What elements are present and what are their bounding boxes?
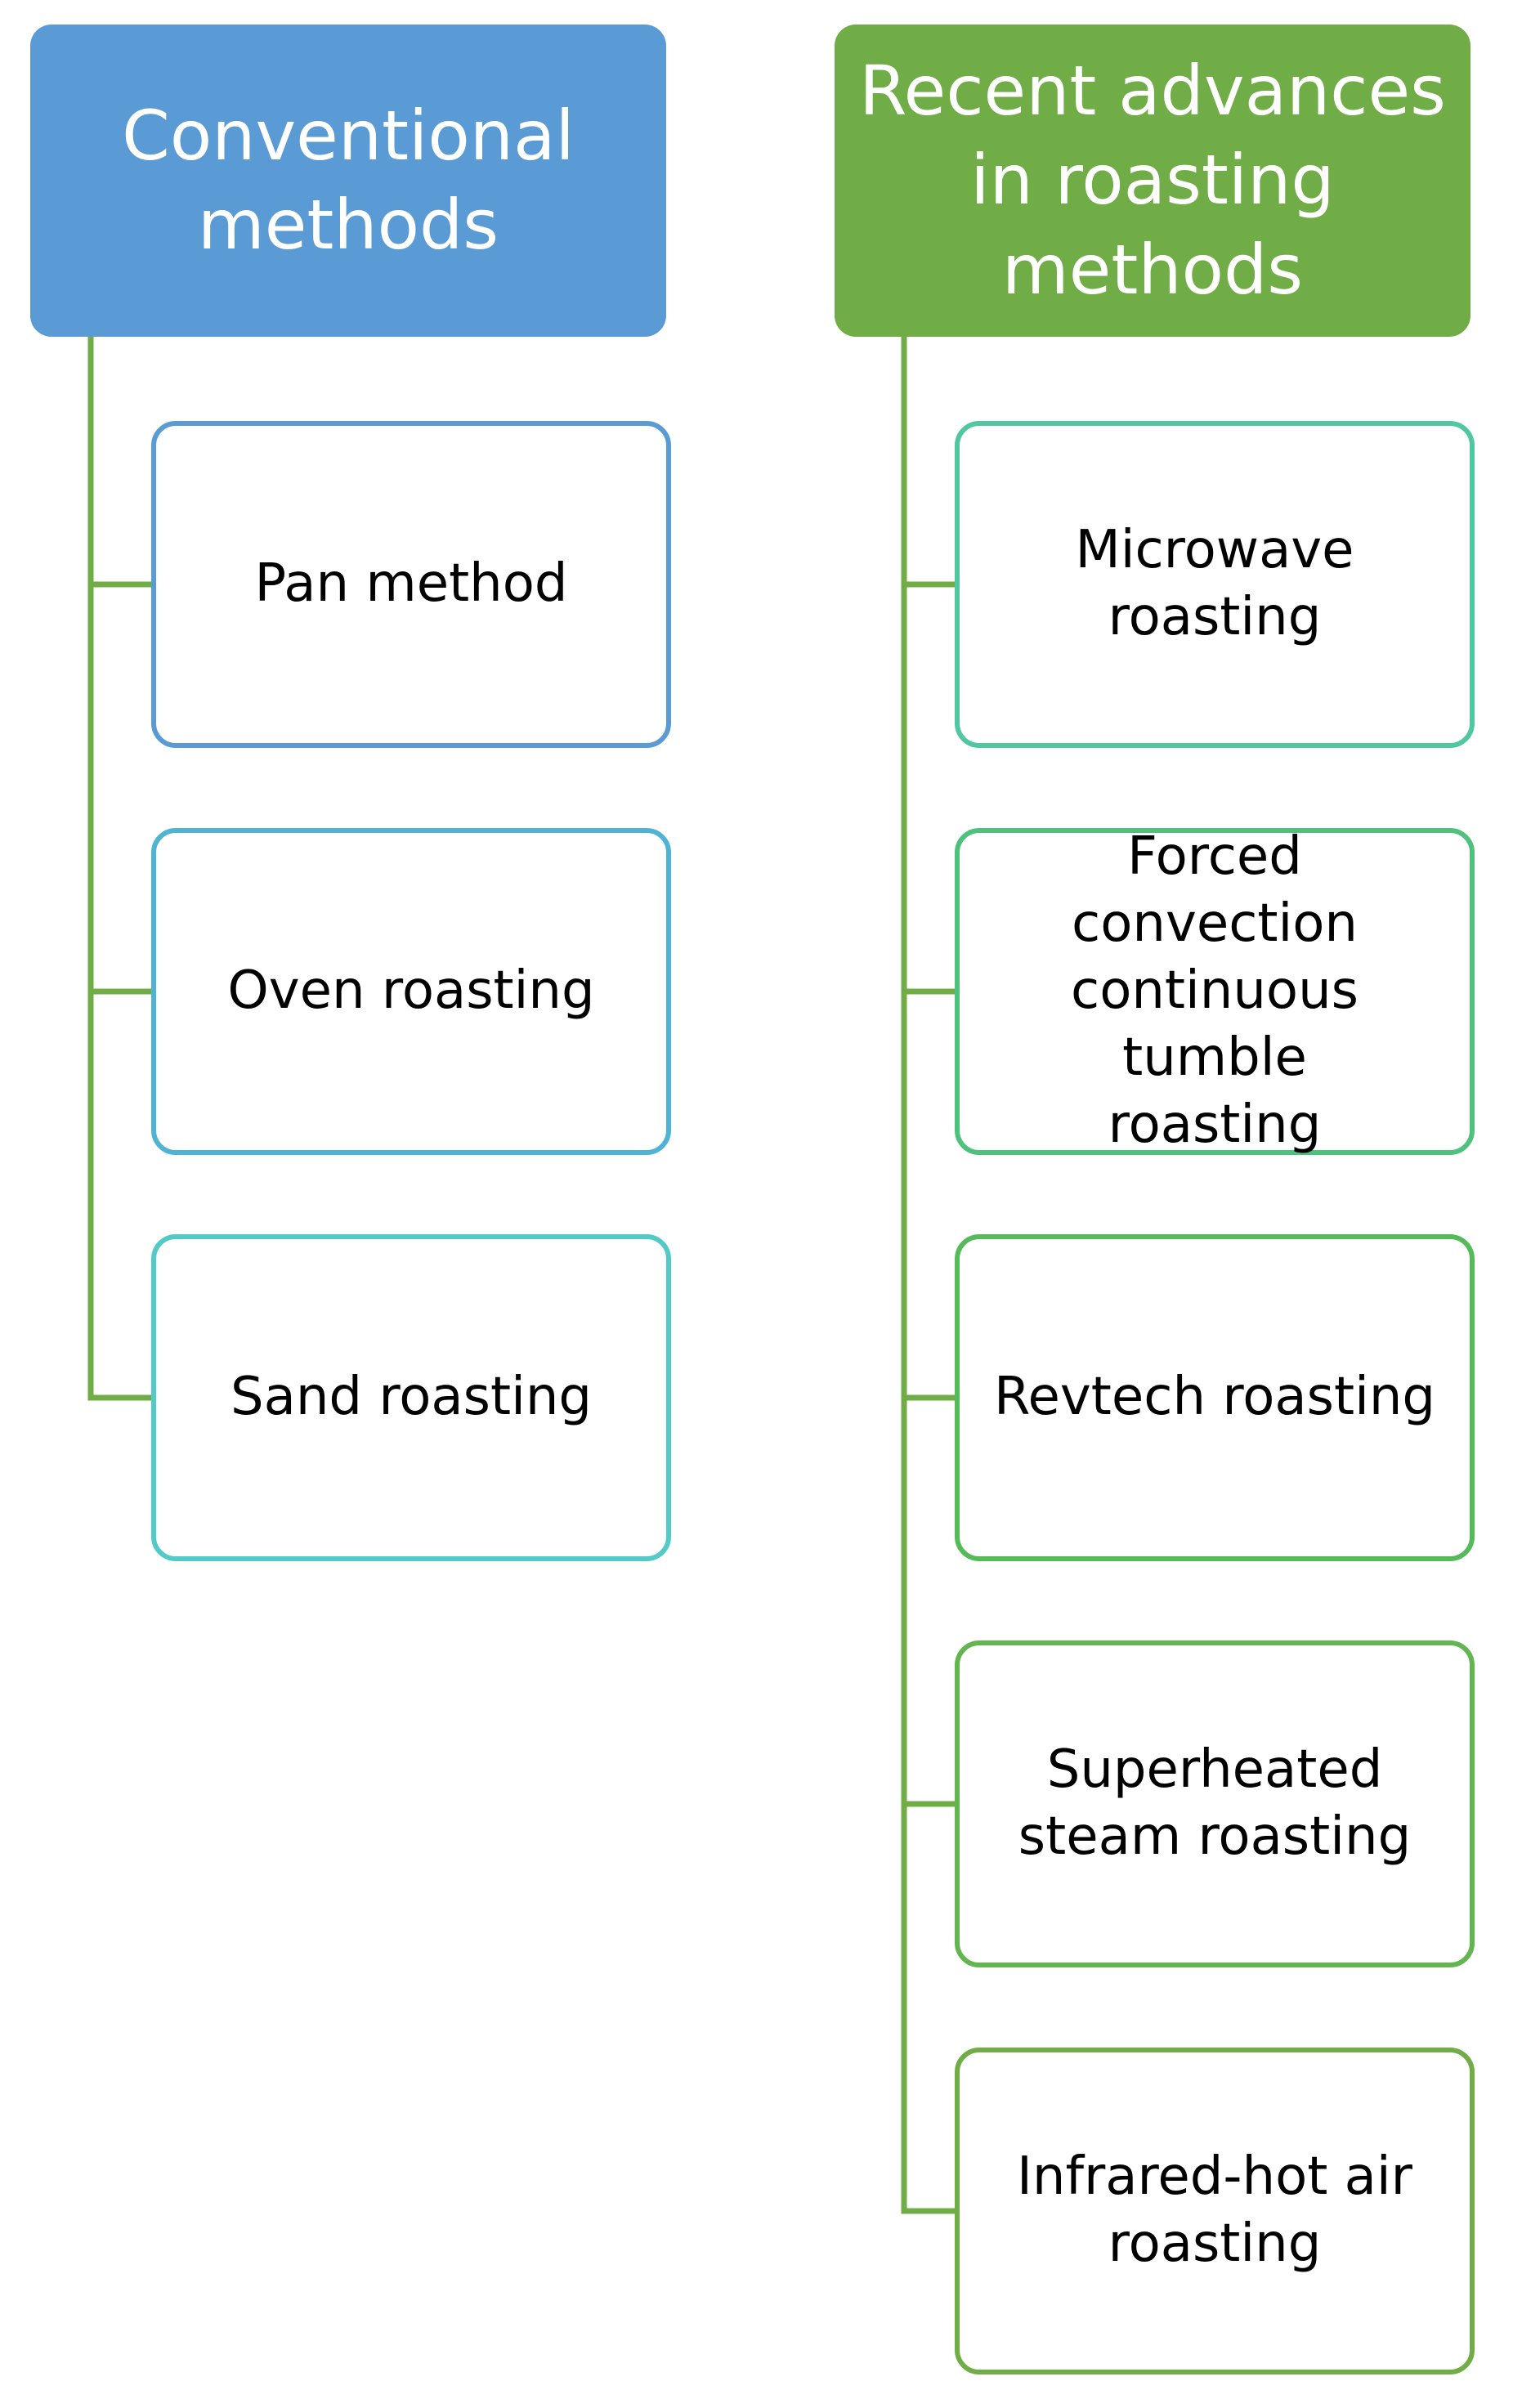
item-superheated-steam-roasting: Superheated steam roasting: [955, 1640, 1475, 1967]
item-sand-roasting-label: Sand roasting: [230, 1367, 593, 1428]
item-microwave-roasting-label: Microwave roasting: [1075, 520, 1354, 647]
header-conventional-methods: Conventional methods: [30, 25, 666, 337]
item-pan-method-label: Pan method: [254, 553, 568, 615]
item-superheated-steam-roasting-label: Superheated steam roasting: [1018, 1739, 1412, 1867]
item-forced-convection-roasting-label: Forced convection continuous tumble roas…: [1071, 826, 1359, 1155]
item-revtech-roasting: Revtech roasting: [955, 1234, 1475, 1561]
item-infrared-hot-air-roasting: Infrared-hot air roasting: [955, 2048, 1475, 2374]
item-infrared-hot-air-roasting-label: Infrared-hot air roasting: [1017, 2146, 1412, 2274]
header-recent-advances: Recent advances in roasting methods: [835, 25, 1470, 337]
item-microwave-roasting: Microwave roasting: [955, 421, 1475, 748]
item-revtech-roasting-label: Revtech roasting: [993, 1367, 1436, 1428]
header-conventional-methods-label: Conventional methods: [122, 95, 575, 265]
header-recent-advances-label: Recent advances in roasting methods: [859, 51, 1446, 310]
item-pan-method: Pan method: [151, 421, 671, 748]
item-forced-convection-roasting: Forced convection continuous tumble roas…: [955, 826, 1475, 1155]
item-oven-roasting: Oven roasting: [151, 828, 671, 1155]
item-oven-roasting-label: Oven roasting: [227, 960, 595, 1022]
item-sand-roasting: Sand roasting: [151, 1234, 671, 1561]
